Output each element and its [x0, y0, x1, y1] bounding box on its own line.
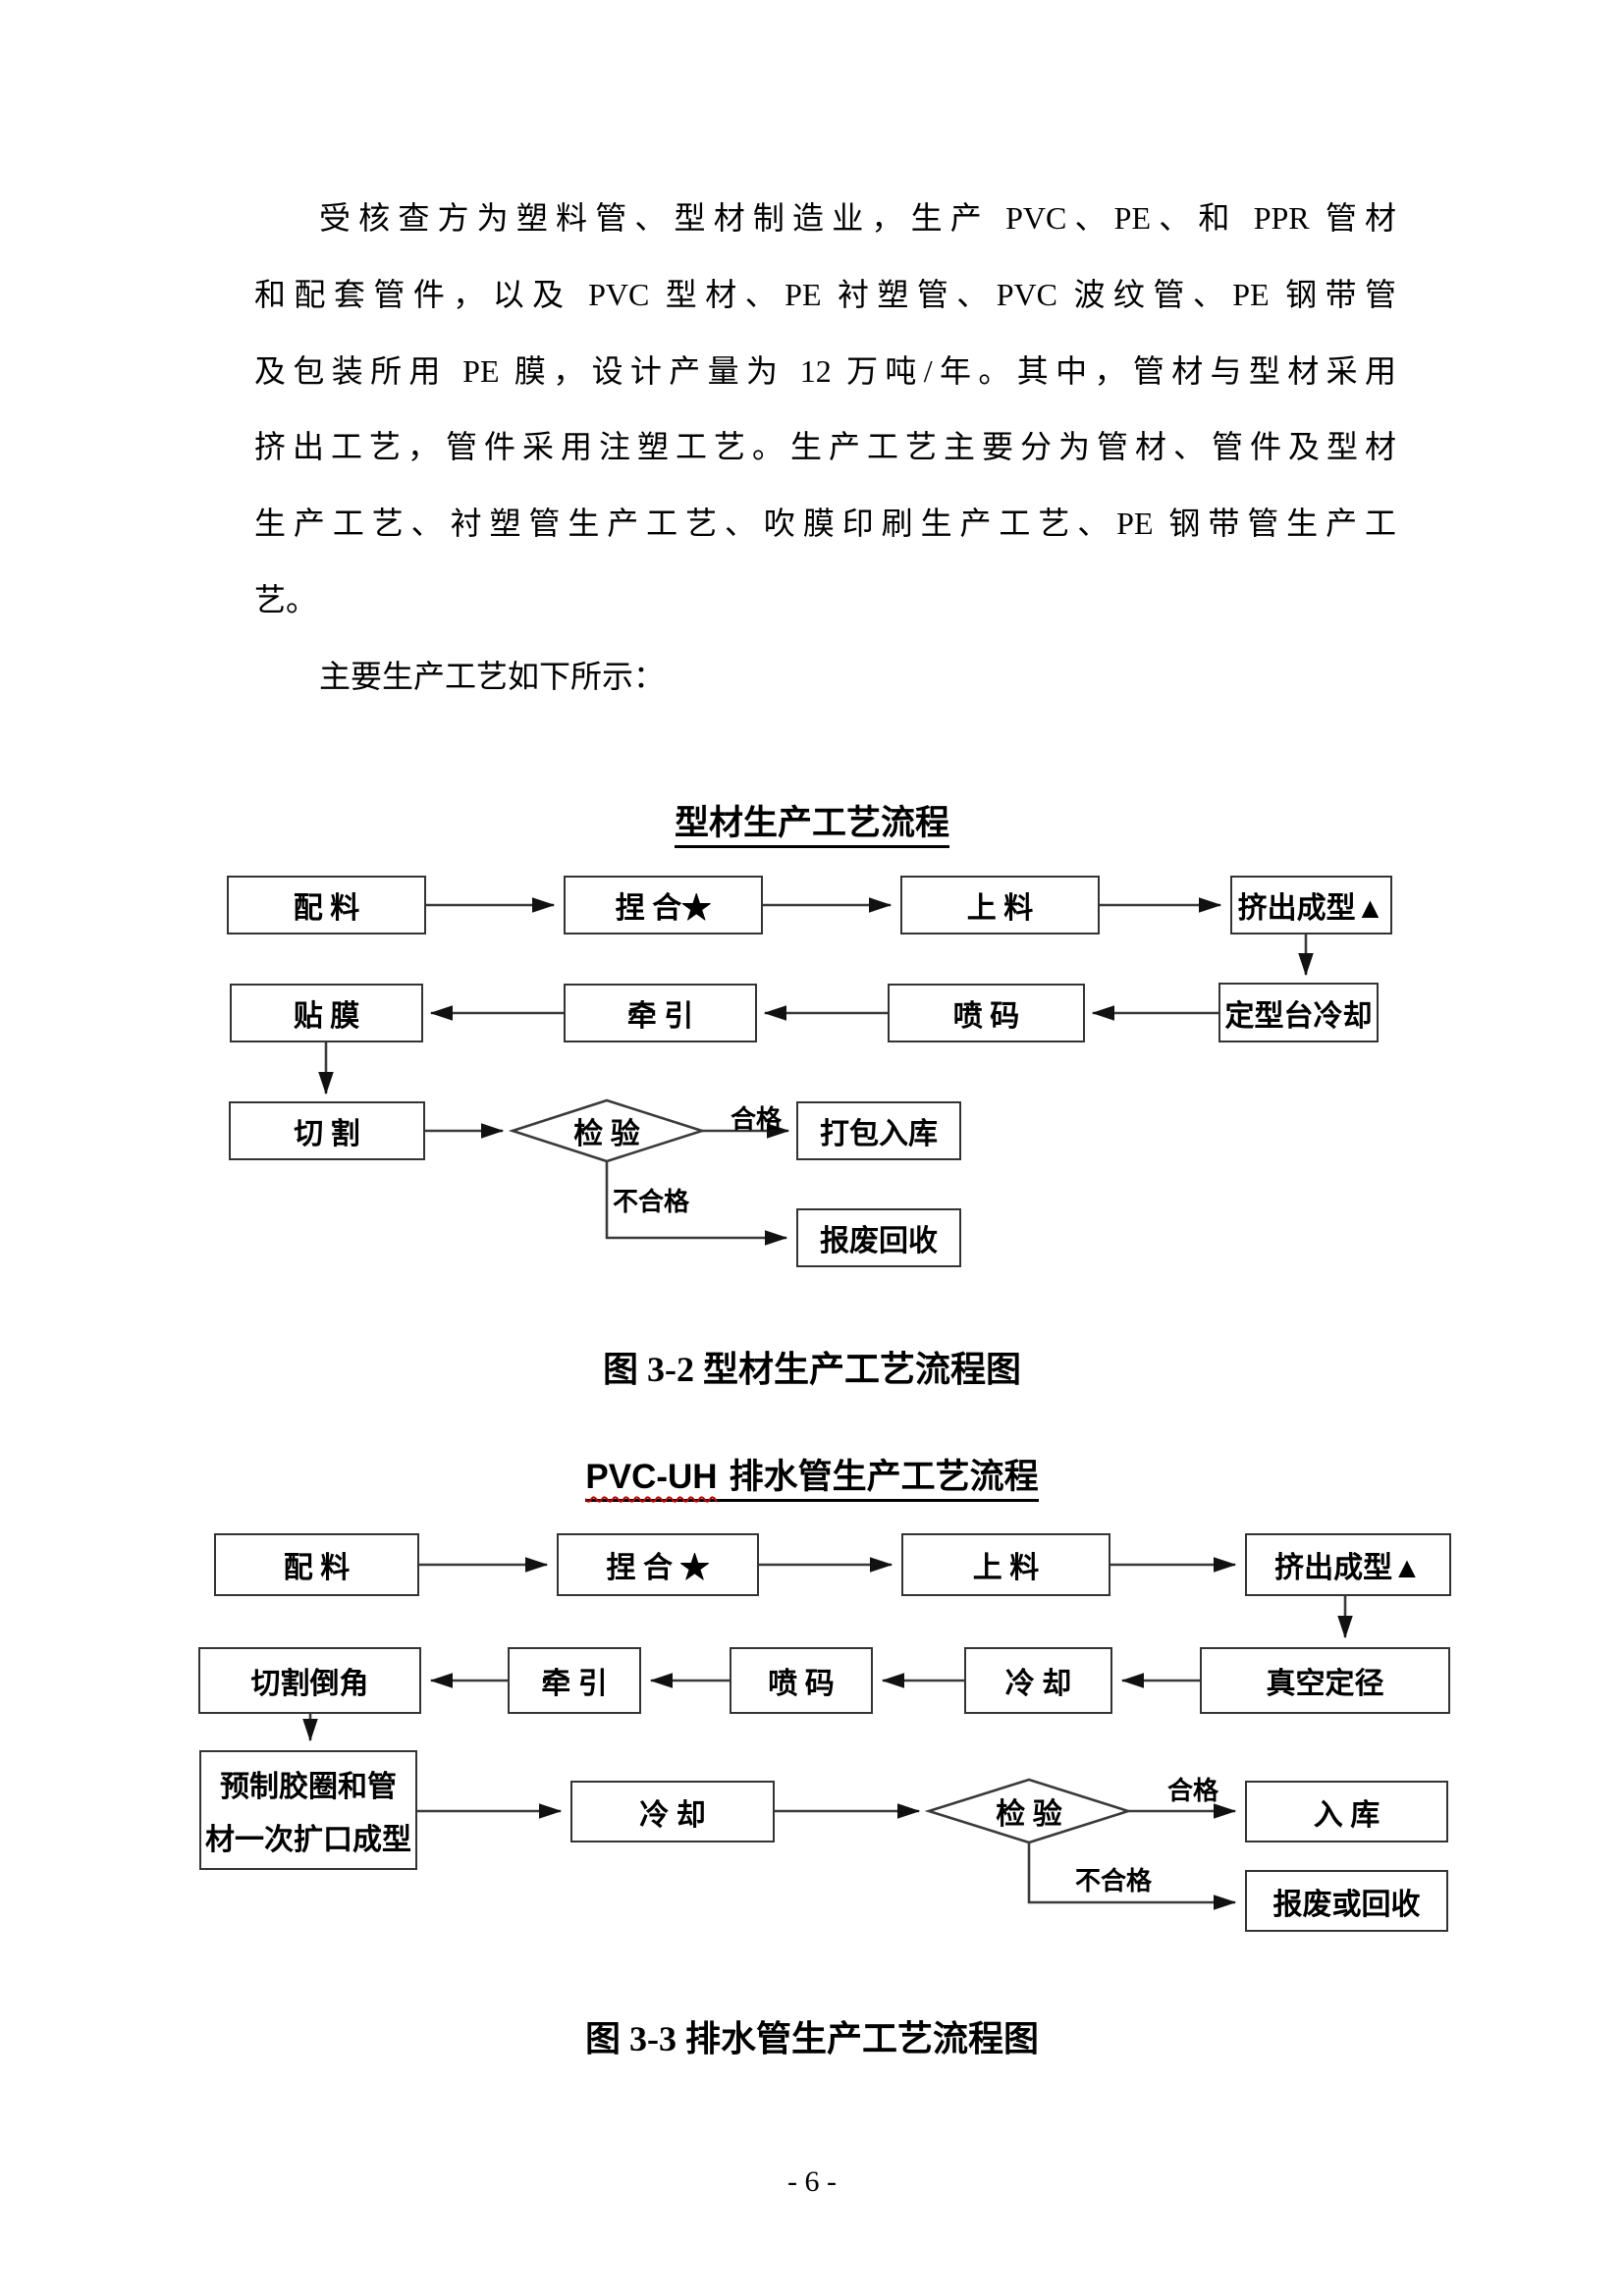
- c2-node-batching: 配 料: [214, 1533, 419, 1596]
- c1-node-inkjet-coding: 喷 码: [888, 984, 1085, 1042]
- c1-pass-label: 合格: [730, 1105, 782, 1134]
- c2-node-kneading: 捏 合 ★: [557, 1533, 759, 1596]
- chart2-title-zh: 排水管生产工艺流程: [729, 1458, 1039, 1496]
- c2-node-preform-socket: 预制胶圈和管 材一次扩口成型: [199, 1750, 417, 1870]
- chart1-title-text: 型材生产工艺流程: [674, 804, 949, 848]
- c1-node-extrusion: 挤出成型▲: [1230, 876, 1392, 934]
- c2-node-extrusion: 挤出成型▲: [1245, 1533, 1451, 1596]
- chart2-title-pvcuh: PVC-UH: [585, 1458, 718, 1496]
- chart2-title: PVC-UH 排水管生产工艺流程: [0, 1449, 1624, 1502]
- paragraph-line-1: 受核查方为塑料管、型材制造业，生产 PVC、PE、和 PPR 管材: [319, 200, 1396, 236]
- paragraph-line-7: 主要生产工艺如下所示：: [319, 659, 666, 694]
- c2-node-scrap-or-recycle: 报废或回收: [1245, 1870, 1448, 1932]
- c1-node-feeding: 上 料: [900, 876, 1100, 934]
- chart2-caption: 图 3-3 排水管生产工艺流程图: [585, 2019, 1039, 2058]
- c2-node-inkjet-coding: 喷 码: [730, 1647, 873, 1714]
- paragraph-line-6: 艺。: [254, 582, 318, 617]
- c1-node-packing-warehouse: 打包入库: [796, 1101, 961, 1160]
- paragraph-line-2: 和配套管件，以及 PVC 型材、PE 衬塑管、PVC 波纹管、PE 钢带管: [254, 277, 1396, 312]
- c1-node-scrap-recycle: 报废回收: [796, 1208, 961, 1267]
- c2-fail-label: 不合格: [1075, 1867, 1153, 1896]
- paragraph-line-4: 挤出工艺，管件采用注塑工艺。生产工艺主要分为管材、管件及型材: [254, 429, 1396, 464]
- c1-node-kneading: 捏 合★: [564, 876, 763, 934]
- c2-node-cooling-2: 冷 却: [570, 1781, 775, 1842]
- c1-node-hauling: 牵 引: [564, 984, 757, 1042]
- paragraph-line-3: 及包装所用 PE 膜，设计产量为 12 万吨/年。其中，管材与型材采用: [254, 353, 1396, 389]
- c2-preform-line2: 材一次扩口成型: [205, 1824, 411, 1856]
- c1-inspection-label: 检 验: [573, 1118, 640, 1150]
- c1-node-film-laminating: 贴 膜: [230, 984, 423, 1042]
- paragraph-line-5: 生产工艺、衬塑管生产工艺、吹膜印刷生产工艺、PE 钢带管生产工: [254, 506, 1396, 541]
- c2-node-feeding: 上 料: [901, 1533, 1110, 1596]
- c2-preform-line1: 预制胶圈和管: [220, 1771, 397, 1803]
- c1-node-cutting: 切 割: [229, 1101, 425, 1160]
- c2-inspection-label: 检 验: [996, 1798, 1062, 1831]
- chart1-caption: 图 3-2 型材生产工艺流程图: [603, 1350, 1021, 1389]
- c2-node-cut-chamfer: 切割倒角: [198, 1647, 421, 1714]
- c1-node-batching: 配 料: [227, 876, 426, 934]
- c2-pass-label: 合格: [1166, 1777, 1218, 1805]
- page-number: - 6 -: [787, 2165, 837, 2198]
- c1-node-shaping-table-cooling: 定型台冷却: [1218, 983, 1379, 1042]
- c1-fail-label: 不合格: [613, 1188, 690, 1216]
- chart1-title: 型材生产工艺流程: [0, 795, 1624, 848]
- c2-node-vacuum-sizing: 真空定径: [1200, 1647, 1450, 1714]
- chart2-title-text: PVC-UH 排水管生产工艺流程: [585, 1458, 1039, 1502]
- c2-node-hauling: 牵 引: [508, 1647, 641, 1714]
- c2-node-cooling: 冷 却: [964, 1647, 1112, 1714]
- c2-node-warehouse: 入 库: [1245, 1781, 1448, 1842]
